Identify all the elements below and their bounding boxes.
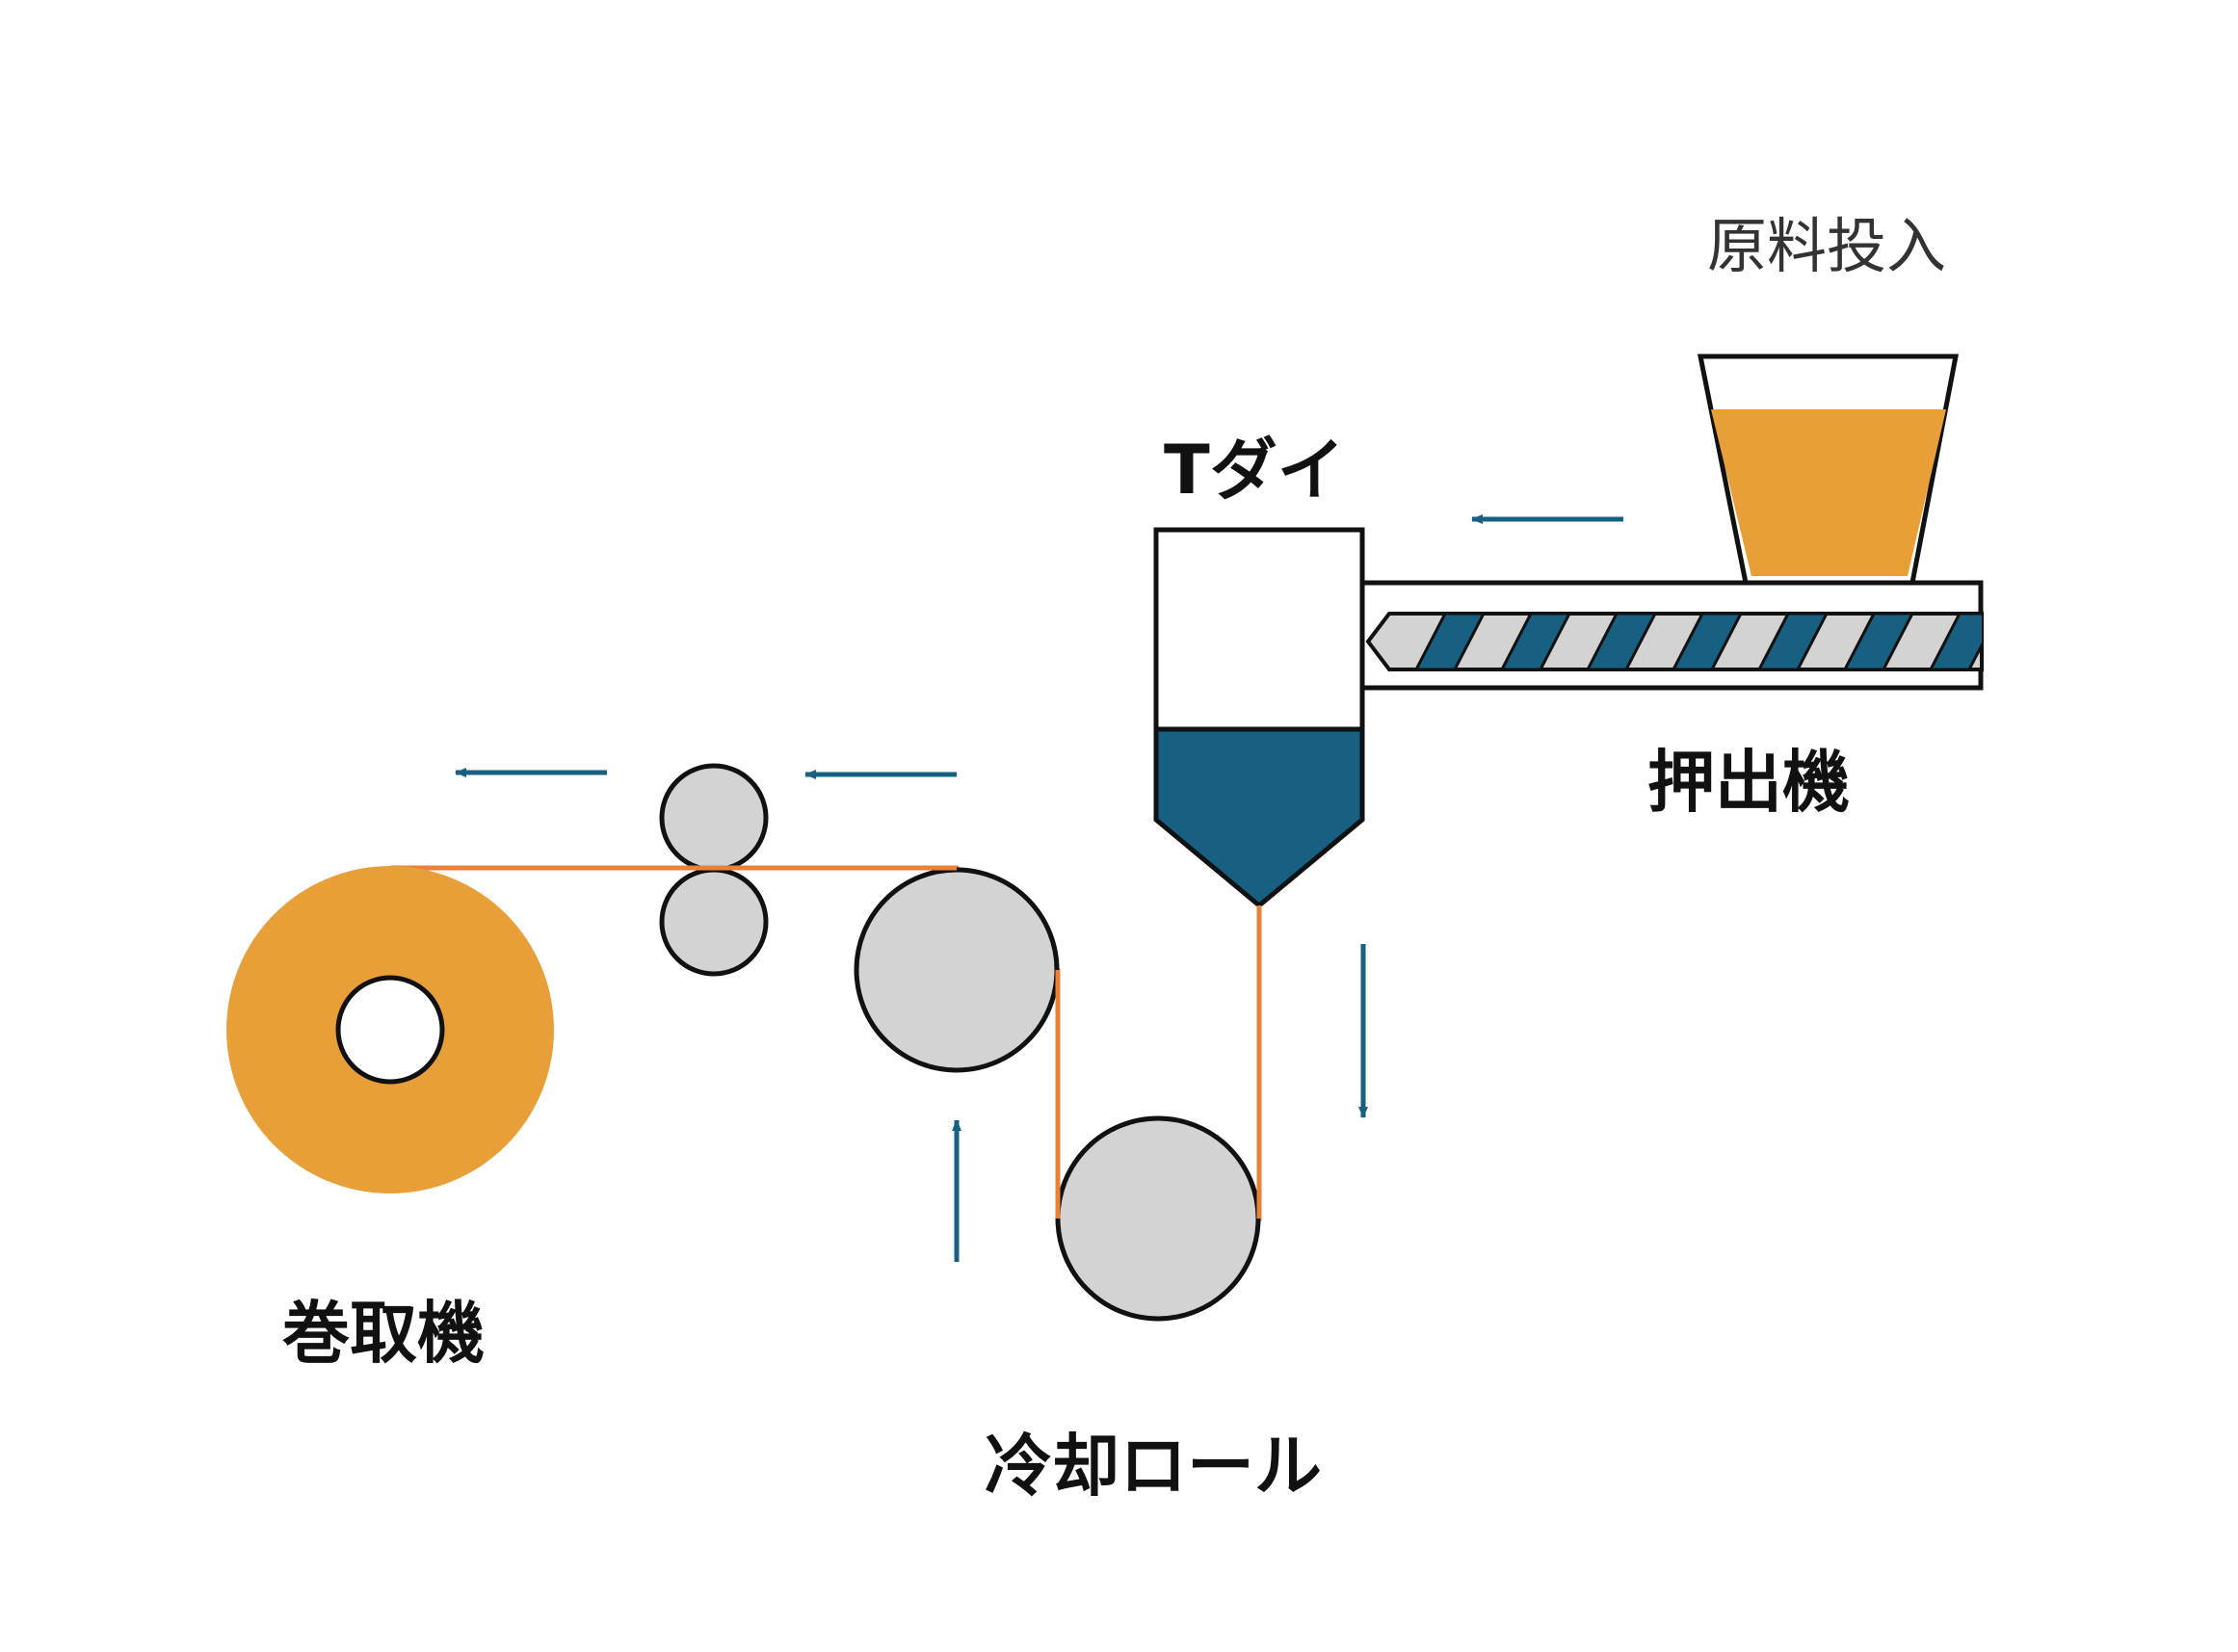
raw-material-fill — [1711, 409, 1946, 576]
screw-flight — [1414, 614, 1486, 669]
winder-roll — [226, 866, 554, 1193]
screw-flight — [1586, 614, 1657, 669]
cooling-roll-upper — [854, 867, 1060, 1073]
nip-roll-upper — [659, 763, 769, 873]
winder-core — [335, 975, 445, 1085]
cooling-roll-label: 冷却ロール — [985, 1427, 1322, 1506]
screw-flight — [2016, 614, 2084, 669]
winder-label: 巻取機 — [282, 1294, 485, 1373]
screw-flight — [1672, 614, 1743, 669]
cooling-roll-lower — [1055, 1115, 1261, 1322]
extruder-label: 押出機 — [1647, 743, 1850, 822]
hopper — [1697, 354, 1960, 586]
material-input-label: 原料投入 — [1707, 211, 1947, 281]
die-lip — [1153, 726, 1365, 909]
screw-flights — [1414, 614, 2084, 669]
screw-flight — [1757, 614, 1829, 669]
screw-flight — [1929, 614, 1982, 669]
screw-flight — [1843, 614, 1914, 669]
t-die-label: Tダイ — [1164, 431, 1345, 510]
t-die — [1153, 527, 1365, 909]
screw-flight — [1500, 614, 1571, 669]
extruder-barrel — [1352, 580, 2084, 691]
nip-roll-lower — [659, 867, 769, 977]
